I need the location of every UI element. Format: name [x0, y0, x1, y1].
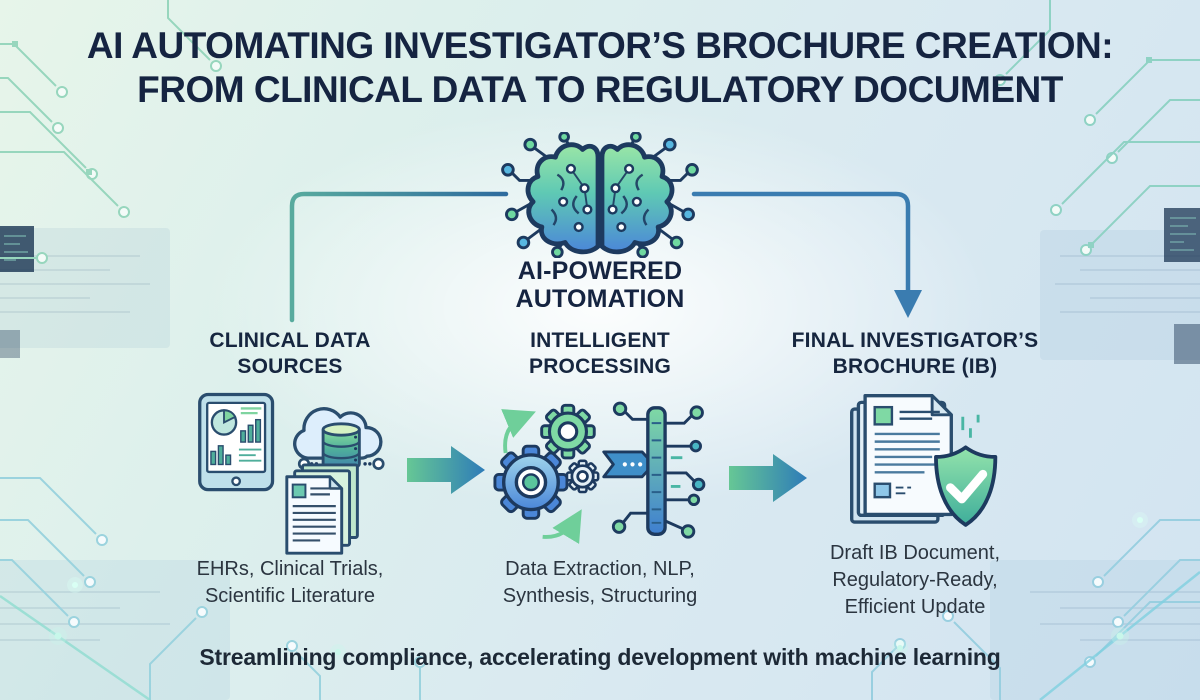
- pipeline-circuit-arms: [611, 401, 706, 539]
- cycle-arrow-down: [542, 509, 582, 544]
- heading-intelligent-processing: INTELLIGENT PROCESSING: [528, 329, 672, 378]
- glow-dots: [49, 512, 1148, 660]
- processor-bar: [646, 406, 667, 536]
- bar-chart-bars: [210, 418, 262, 466]
- heading-final-ib: FINAL INVESTIGATOR’S BROCHURE (IB): [791, 329, 1039, 378]
- speed-dashes: [961, 414, 980, 438]
- circuit-traces-top-right: [994, 0, 1200, 256]
- automation-label: AI-POWERED AUTOMATION: [515, 257, 685, 313]
- tagline: Streamlining compliance, accelerating de…: [199, 644, 1001, 670]
- flow-arrow-icon: [729, 454, 807, 502]
- dark-code-tiles: [0, 208, 1200, 364]
- elbow-arrow-connector-right: [691, 191, 911, 295]
- document-rule-lines: [292, 487, 336, 542]
- page-title: AI AUTOMATING INVESTIGATOR’S BROCHURE CR…: [86, 25, 1114, 110]
- checkmark-icon: [946, 469, 988, 504]
- gear-small: [565, 459, 600, 494]
- ib-document-shield-icon: [850, 393, 998, 527]
- circuit-traces-bottom-left: [0, 477, 426, 700]
- description-clinical-data-sources: EHRs, Clinical Trials, Scientific Litera…: [196, 558, 384, 607]
- screen-rule-lines: [238, 407, 262, 462]
- brain-circuit-arms: [501, 132, 699, 258]
- pipeline-dashes: [670, 456, 683, 488]
- cycle-arrow-up: [501, 409, 536, 454]
- ib-body-lines: [874, 432, 940, 474]
- ai-brain-circuit-icon: [501, 132, 699, 258]
- ib-footer-dashes: [895, 486, 912, 495]
- faint-screen-panels: [0, 228, 1200, 700]
- flow-arrow-icon: [407, 446, 485, 494]
- brain-circuit-nodes: [558, 163, 642, 233]
- ib-header-lines: [899, 410, 940, 420]
- heading-clinical-data-sources: CLINICAL DATA SOURCES: [209, 329, 371, 378]
- down-arrowhead-icon: [894, 290, 922, 318]
- data-pipeline-icon: [602, 401, 706, 539]
- gear-blue-large: [493, 444, 569, 520]
- documents-stack-icon: [285, 463, 359, 555]
- description-intelligent-processing: Data Extraction, NLP, Synthesis, Structu…: [502, 558, 698, 607]
- description-final-ib: Draft IB Document, Regulatory-Ready, Eff…: [829, 542, 1001, 618]
- input-ribbon-arrow: [602, 450, 656, 479]
- tablet-analytics-icon: [198, 392, 275, 492]
- circuit-traces-top-left: [0, 0, 222, 264]
- shield: [934, 445, 998, 527]
- processor-bar-ticks: [651, 422, 662, 524]
- gears-icon: [493, 403, 600, 544]
- gear-green: [540, 403, 596, 460]
- elbow-connector-left: [289, 191, 509, 323]
